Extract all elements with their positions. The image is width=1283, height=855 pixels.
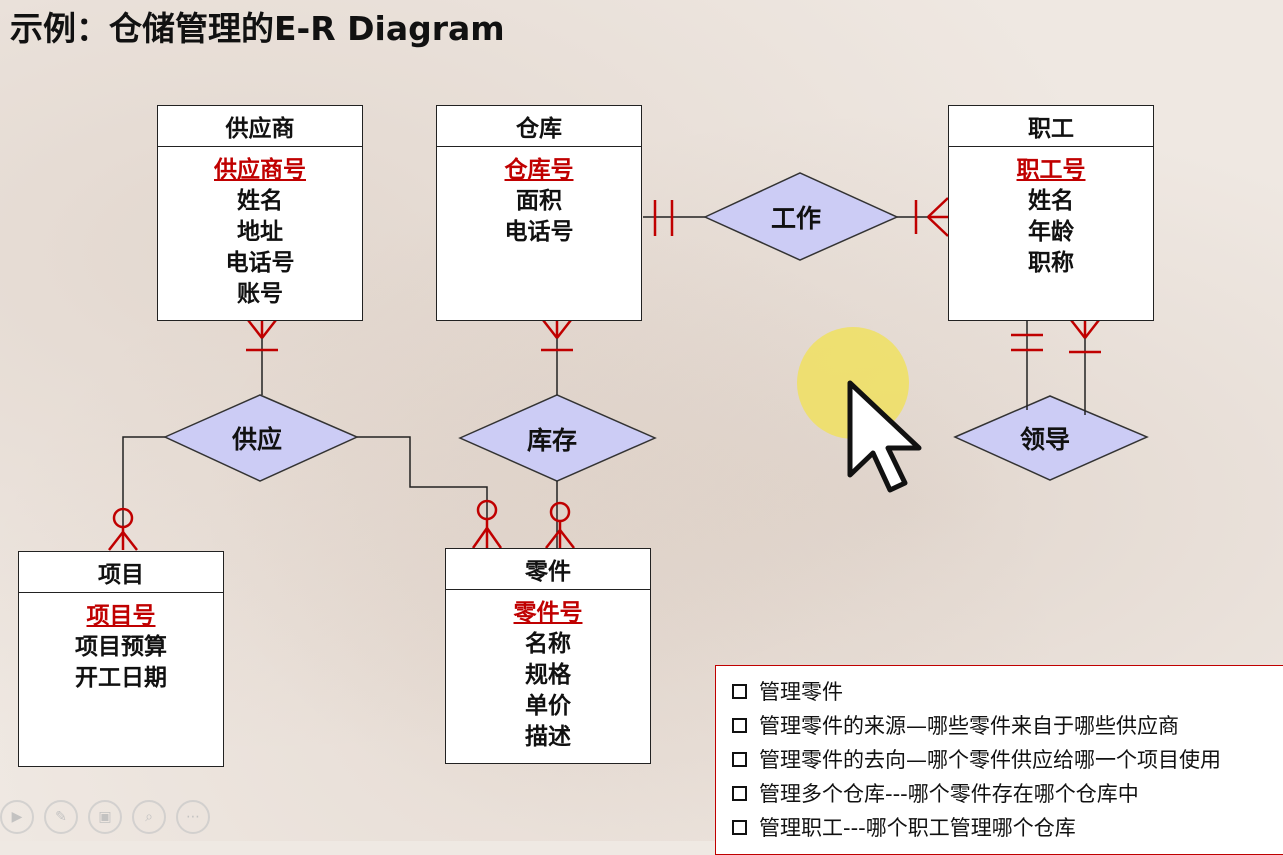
- note-text: 管理多个仓库---哪个零件存在哪个仓库中: [759, 782, 1139, 806]
- entity-warehouse[interactable]: 仓库 仓库号 面积 电话号: [436, 105, 642, 321]
- entity-part[interactable]: 零件 零件号 名称 规格 单价 描述: [445, 548, 651, 764]
- part-key-attr: 零件号: [513, 600, 583, 626]
- note-text: 管理零件: [759, 680, 843, 704]
- relationship-lead-label: 领导: [1019, 425, 1071, 454]
- employee-attr: 姓名: [1028, 188, 1074, 214]
- checkbox-square-icon: [732, 683, 747, 699]
- part-attr: 名称: [525, 631, 571, 657]
- relationship-supply-label: 供应: [231, 425, 283, 454]
- checkbox-square-icon: [732, 717, 747, 733]
- supplier-key-attr: 供应商号: [214, 157, 306, 183]
- crowfoot-notations: [108, 197, 1101, 551]
- part-attr: 规格: [525, 662, 571, 688]
- play-icon[interactable]: ▶: [0, 800, 34, 834]
- supplier-attr: 账号: [237, 281, 283, 307]
- screen-icon[interactable]: ▣: [88, 800, 122, 834]
- entity-employee[interactable]: 职工 职工号 姓名 年龄 职称: [948, 105, 1154, 321]
- more-icon[interactable]: ⋯: [176, 800, 210, 834]
- note-item: 管理零件的去向—哪个零件供应给哪一个项目使用: [732, 742, 1283, 776]
- presentation-toolbar: ▶ ✎ ▣ ⌕ ⋯: [0, 800, 210, 834]
- employee-attr: 年龄: [1028, 219, 1074, 245]
- relationship-stock-diamond: [458, 394, 657, 482]
- warehouse-key-attr: 仓库号: [504, 157, 574, 183]
- entity-employee-name: 职工: [949, 106, 1153, 147]
- entity-supplier[interactable]: 供应商 供应商号 姓名 地址 电话号 账号: [157, 105, 363, 321]
- checkbox-square-icon: [732, 751, 747, 767]
- zoom-icon[interactable]: ⌕: [132, 800, 166, 834]
- note-text: 管理零件的来源—哪些零件来自于哪些供应商: [759, 714, 1179, 738]
- entity-supplier-name: 供应商: [158, 106, 362, 147]
- pen-icon[interactable]: ✎: [44, 800, 78, 834]
- note-item: 管理多个仓库---哪个零件存在哪个仓库中: [732, 776, 1283, 810]
- part-attr: 单价: [525, 693, 571, 719]
- entity-warehouse-name: 仓库: [437, 106, 641, 147]
- entity-project[interactable]: 项目 项目号 项目预算 开工日期: [18, 551, 224, 767]
- note-item: 管理职工---哪个职工管理哪个仓库: [732, 810, 1283, 844]
- note-text: 管理零件的去向—哪个零件供应给哪一个项目使用: [759, 748, 1221, 772]
- note-text: 管理职工---哪个职工管理哪个仓库: [759, 816, 1076, 840]
- employee-attr: 职称: [1028, 250, 1074, 276]
- requirements-notes: 管理零件 管理零件的来源—哪些零件来自于哪些供应商 管理零件的去向—哪个零件供应…: [715, 665, 1283, 855]
- warehouse-attr: 电话号: [504, 219, 574, 245]
- supplier-attr: 电话号: [225, 250, 295, 276]
- employee-key-attr: 职工号: [1016, 157, 1086, 183]
- project-key-attr: 项目号: [86, 603, 156, 629]
- cursor-pointer-icon: [797, 327, 922, 493]
- supplier-attr: 姓名: [237, 188, 283, 214]
- page-title: 示例：仓储管理的E-R Diagram: [10, 9, 505, 48]
- checkbox-square-icon: [732, 785, 747, 801]
- supplier-attr: 地址: [237, 219, 283, 245]
- entity-project-name: 项目: [19, 552, 223, 593]
- part-attr: 描述: [525, 724, 571, 750]
- relationship-stock-label: 库存: [526, 426, 578, 455]
- note-item: 管理零件的来源—哪些零件来自于哪些供应商: [732, 708, 1283, 742]
- project-attr: 开工日期: [75, 665, 167, 691]
- relationship-work-label: 工作: [770, 204, 822, 233]
- entity-part-name: 零件: [446, 549, 650, 590]
- warehouse-attr: 面积: [516, 188, 562, 214]
- relationship-lead-diamond: [953, 395, 1149, 481]
- project-attr: 项目预算: [75, 634, 167, 660]
- note-item: 管理零件: [732, 674, 1283, 708]
- checkbox-square-icon: [732, 819, 747, 835]
